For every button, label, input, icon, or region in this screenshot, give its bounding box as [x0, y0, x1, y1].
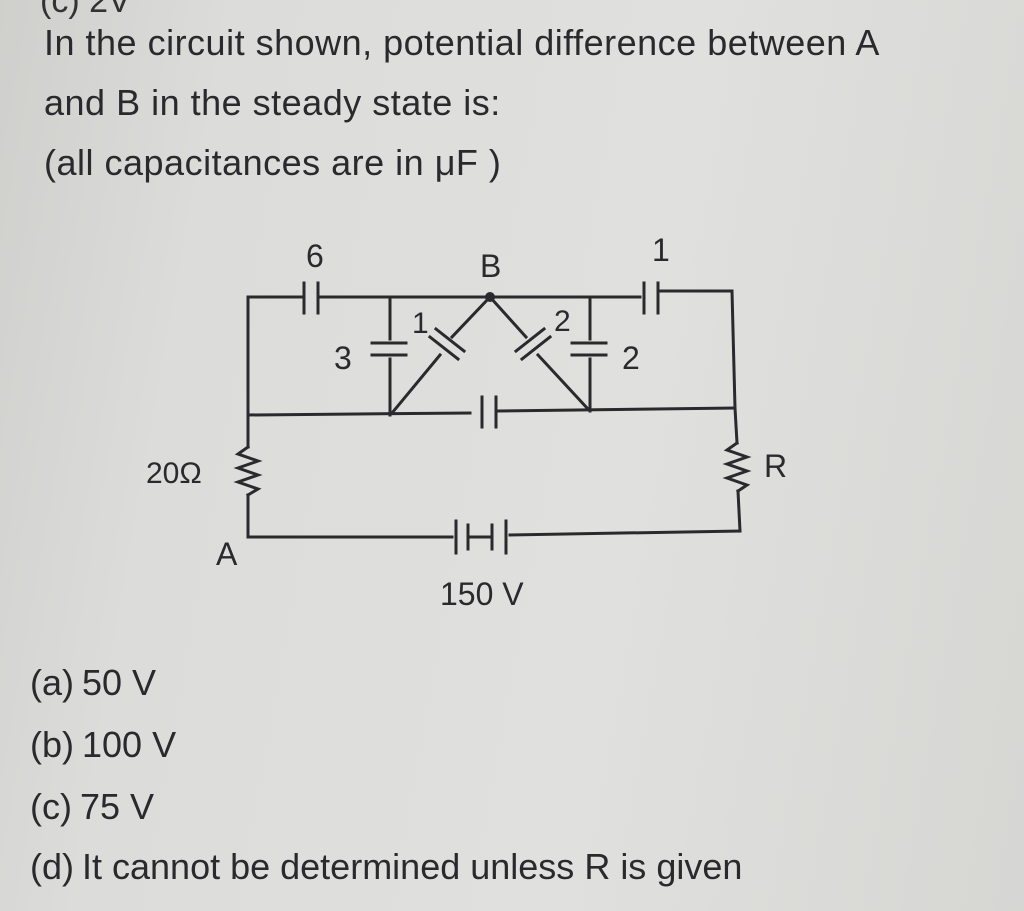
wire-right-upper [730, 289, 737, 410]
option-d-text: It cannot be determined unless R is give… [82, 846, 743, 887]
option-b-text: 100 V [82, 724, 177, 765]
label-cap-1-top: 1 [652, 232, 670, 268]
label-node-a: A [216, 536, 238, 572]
option-d-tag: (d) [30, 846, 74, 887]
wire-bottom-right [508, 529, 742, 537]
option-a-tag: (a) [30, 662, 74, 703]
wire-right-lower [736, 489, 742, 533]
label-cap-6: 6 [306, 238, 324, 274]
question-line-3: (all capacitances are in μF ) [44, 142, 502, 183]
wire-middle-right [496, 406, 737, 413]
resistor-r [722, 440, 752, 494]
option-c-tag: (c) [30, 786, 72, 827]
option-a[interactable]: (a)50 V [30, 662, 156, 704]
wire-middle-left [246, 411, 472, 417]
diag-b-right-lower [535, 352, 591, 412]
option-d[interactable]: (d)It cannot be determined unless R is g… [30, 846, 742, 888]
previous-question-fragment: (c) 2V [40, 0, 131, 20]
question-line-2: and B in the steady state is: [44, 82, 501, 123]
diag-b-left-lower [389, 352, 443, 416]
label-cap-inner-2: 2 [554, 305, 571, 338]
option-b-tag: (b) [30, 724, 74, 765]
wire-right-mid [733, 406, 739, 445]
option-c[interactable]: (c)75 V [30, 786, 154, 828]
label-cap-2-right: 2 [622, 340, 640, 376]
option-b[interactable]: (b)100 V [30, 724, 176, 766]
question-line-1: In the circuit shown, potential differen… [44, 22, 880, 63]
diag-b-left-upper [449, 294, 493, 340]
resistor-20-ohm [233, 444, 263, 498]
label-cap-inner-1: 1 [412, 307, 429, 340]
cap-inner-2-plate-1 [513, 326, 547, 354]
cap-inner-1-plate-1 [427, 334, 461, 362]
circuit-diagram: 6 B 1 1 2 3 2 20Ω R A 150 V [146, 232, 787, 612]
label-battery: 150 V [440, 576, 524, 612]
diag-b-right-upper [487, 294, 529, 340]
cap-inner-2-plate-2 [519, 334, 553, 362]
label-cap-3: 3 [334, 340, 352, 376]
label-node-b: B [480, 248, 501, 284]
node-b-dot [485, 292, 495, 302]
cap-inner-1-plate-2 [433, 326, 467, 354]
label-resistor-r: R [764, 448, 787, 484]
label-resistor-20: 20Ω [146, 457, 202, 490]
option-a-text: 50 V [82, 662, 157, 703]
option-c-text: 75 V [79, 786, 155, 827]
